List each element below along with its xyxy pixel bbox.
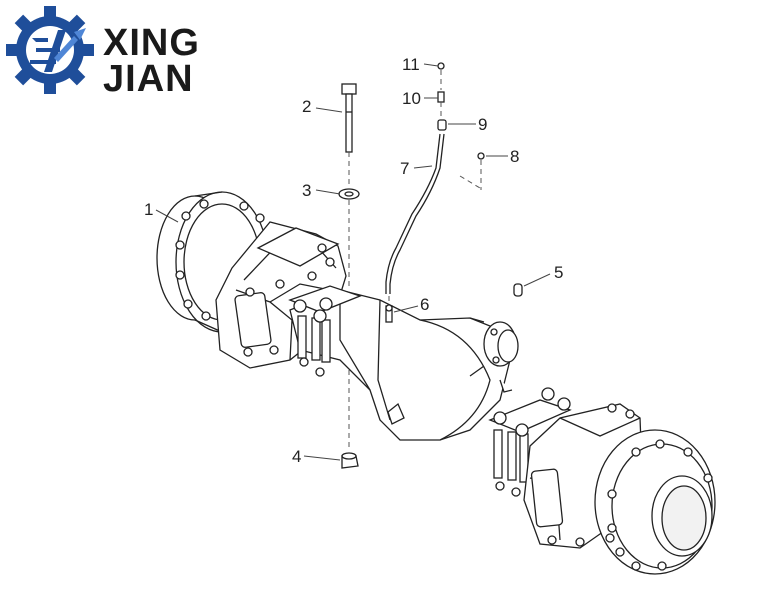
part-nipple-10 <box>437 91 445 103</box>
part-hose-7 <box>385 133 445 294</box>
brand-line-2: JIAN <box>103 58 194 100</box>
callout-5: 5 <box>554 263 564 282</box>
part-cap-11 <box>437 62 445 70</box>
part-bolt-2 <box>341 83 357 153</box>
callout-7: 7 <box>400 159 410 178</box>
part-fitting-8 <box>477 152 485 160</box>
callout-4: 4 <box>292 447 302 466</box>
axle-housing <box>288 285 519 441</box>
part-washer-3 <box>338 188 360 200</box>
callout-6: 6 <box>420 295 430 314</box>
part-breather-6 <box>385 304 393 323</box>
assembly-lines <box>348 70 482 450</box>
logo-gear-icon <box>6 6 94 94</box>
part-pin-5 <box>513 283 523 297</box>
brand-line-1: XING <box>103 22 200 64</box>
callout-9: 9 <box>478 115 488 134</box>
callout-2: 2 <box>302 97 312 116</box>
right-hub-assembly <box>488 387 716 575</box>
part-nut-4 <box>341 452 359 469</box>
callout-1: 1 <box>144 200 154 219</box>
left-hub-assembly <box>156 191 347 369</box>
callout-10: 10 <box>402 89 421 108</box>
callout-3: 3 <box>302 181 312 200</box>
callout-11: 11 <box>402 55 420 74</box>
part-elbow-9 <box>437 119 447 131</box>
callout-8: 8 <box>510 147 520 166</box>
leader-lines <box>155 63 551 461</box>
